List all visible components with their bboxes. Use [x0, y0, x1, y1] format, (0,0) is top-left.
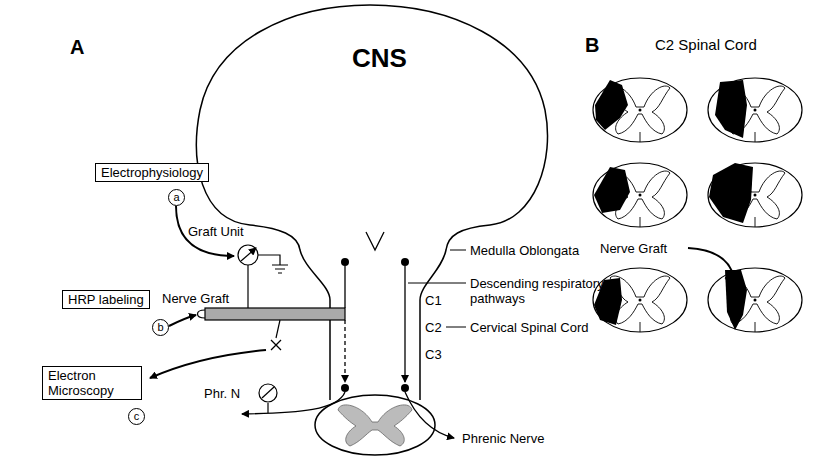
method-label: Electron Microscopy	[48, 368, 136, 398]
panel-heading-text: C2 Spinal Cord	[655, 36, 757, 53]
part-label: Nerve Graft	[162, 291, 229, 306]
panel-letter: A	[70, 36, 84, 58]
method-label: HRP labeling	[68, 292, 144, 307]
part-label: Phr. N	[204, 386, 240, 401]
segment-label: C2	[425, 320, 442, 335]
part-label-text: Nerve Graft	[162, 291, 229, 306]
segment-label-text: C2	[425, 320, 442, 335]
segment-label: C1	[425, 293, 442, 308]
part-label: Graft Unit	[188, 224, 244, 239]
c2-sections	[593, 78, 802, 332]
part-label-text: Phr. N	[204, 386, 240, 401]
method-box: Electrophysiology	[95, 163, 209, 182]
callout-letter-text: a	[173, 191, 179, 203]
method-box: Electron Microscopy	[42, 366, 142, 400]
meter-symbol	[238, 245, 258, 265]
segment-label: C3	[425, 347, 442, 362]
nerve-label: Phrenic Nerve	[462, 431, 544, 446]
pathway-label: Descending respiratory pathways	[470, 276, 630, 306]
nerve-graft	[205, 308, 345, 320]
meter-symbol	[259, 384, 277, 402]
region-name-text: CNS	[352, 43, 407, 73]
pathway-label-text: Descending respiratory pathways	[470, 276, 604, 306]
callout-letter-text: c	[134, 410, 140, 422]
callout-letter-text: b	[157, 321, 163, 333]
callout-letter: b	[152, 319, 169, 336]
region-name: CNS	[352, 44, 407, 72]
cns-outline	[197, 5, 548, 400]
region-label-text: Cervical Spinal Cord	[470, 320, 589, 335]
callout-letter: c	[128, 408, 145, 425]
panel-letter: B	[585, 34, 599, 56]
method-label: Electrophysiology	[101, 165, 203, 180]
panel-letter-text: B	[585, 34, 599, 56]
region-label-text: Medulla Oblongata	[470, 243, 579, 258]
region-label: Medulla Oblongata	[470, 243, 579, 258]
part-label: Nerve Graft	[600, 241, 667, 256]
method-box: HRP labeling	[62, 290, 150, 309]
panel-letter-text: A	[70, 36, 84, 58]
part-label-text: Graft Unit	[188, 224, 244, 239]
segment-label-text: C3	[425, 347, 442, 362]
panel-heading: C2 Spinal Cord	[655, 36, 757, 53]
ground-symbol	[258, 255, 288, 273]
part-label-text: Nerve Graft	[600, 241, 667, 256]
segment-label-text: C1	[425, 293, 442, 308]
region-label: Cervical Spinal Cord	[470, 320, 589, 335]
nerve-label-text: Phrenic Nerve	[462, 431, 544, 446]
grey-matter	[338, 405, 412, 446]
v-mark	[366, 232, 384, 250]
callout-letter: a	[168, 189, 185, 206]
